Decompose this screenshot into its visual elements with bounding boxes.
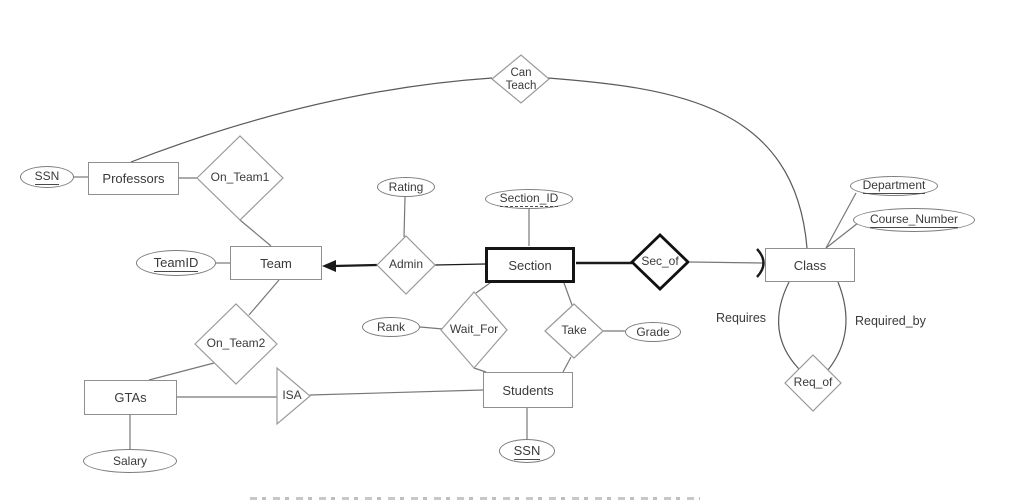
edge-onteam1-team — [239, 219, 272, 247]
label-wait-for: Wait_For — [449, 322, 499, 337]
attribute-rank: Rank — [362, 317, 420, 337]
edge-waitfor-students — [473, 367, 487, 373]
curve-class-reqof-requires — [778, 281, 800, 370]
curve-professors-canteach — [130, 77, 493, 163]
diamond-can-teach — [491, 54, 550, 104]
label-isa: ISA — [282, 388, 302, 403]
attribute-professor-ssn: SSN — [20, 166, 74, 188]
label-take: Take — [561, 323, 587, 338]
diamond-admin — [376, 235, 436, 295]
attribute-student-ssn: SSN — [499, 439, 555, 463]
edge-team-onteam2 — [248, 279, 280, 316]
attribute-department: Department — [850, 176, 938, 196]
diamond-req-of — [784, 354, 842, 412]
label-on-team1: On_Team1 — [210, 170, 270, 185]
edge-secof-class — [689, 261, 765, 264]
diamond-sec-of — [629, 233, 691, 291]
edge-rank-waitfor — [419, 326, 444, 330]
entity-section: Section — [485, 247, 575, 283]
arrowhead-to-team — [322, 260, 336, 272]
diamond-take — [544, 303, 604, 359]
entity-class: Class — [765, 248, 855, 282]
curve-canteach-class — [547, 77, 808, 249]
attribute-course-number: Course_Number — [853, 208, 975, 232]
label-admin: Admin — [388, 257, 424, 272]
curve-class-reqof-requiredby — [827, 281, 847, 371]
edge-admin-section — [434, 263, 486, 266]
label-sec-of: Sec_of — [641, 254, 679, 269]
label-can-teach: Can Teach — [505, 66, 537, 92]
attribute-grade: Grade — [625, 322, 681, 342]
entity-team: Team — [230, 246, 322, 280]
cut-off-caption — [250, 497, 700, 500]
label-requires: Requires — [716, 311, 767, 325]
attribute-team-id: TeamID — [136, 250, 216, 276]
edge-class-department — [825, 192, 857, 249]
entity-gtas: GTAs — [84, 380, 177, 415]
entity-professors: Professors — [88, 162, 179, 195]
isa-triangle — [276, 366, 311, 426]
diamond-on-team2 — [194, 303, 278, 385]
attribute-salary: Salary — [83, 449, 177, 473]
edge-take-students — [562, 356, 572, 373]
edge-rating-admin — [403, 196, 406, 238]
diamond-on-team1 — [196, 135, 284, 221]
edge-section-take — [563, 282, 573, 306]
edge-onteam2-gtas — [148, 362, 215, 381]
attribute-rating: Rating — [377, 177, 435, 197]
edge-isa-students — [309, 389, 484, 396]
diamond-wait-for — [440, 291, 508, 369]
crow-arc-class — [756, 248, 765, 278]
edge-class-coursenumber — [825, 222, 859, 249]
label-required-by: Required_by — [855, 314, 926, 328]
attribute-section-id: Section_ID — [485, 189, 573, 209]
edge-section-waitfor — [475, 282, 491, 294]
label-on-team2: On_Team2 — [206, 336, 266, 351]
label-req-of: Req_of — [793, 375, 833, 390]
edge-admin-team-bold — [333, 263, 378, 268]
entity-students: Students — [483, 372, 573, 408]
